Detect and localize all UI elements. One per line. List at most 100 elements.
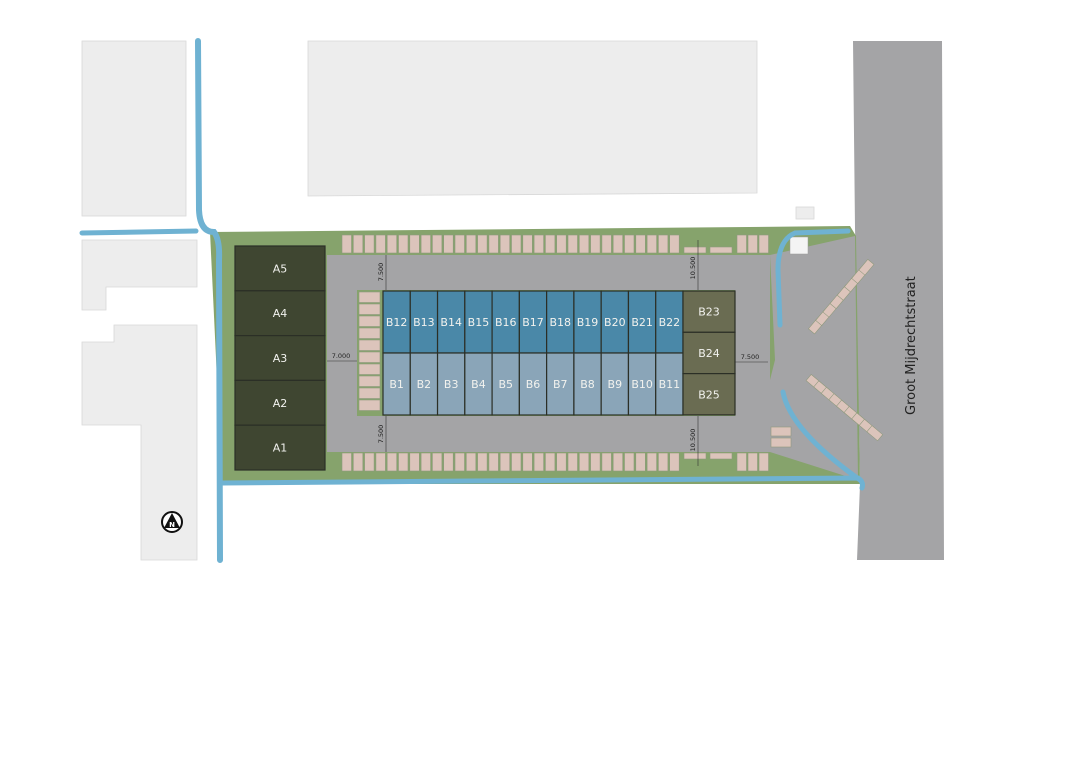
parking-space [556,234,567,254]
unit-a3-shape[interactable] [234,335,326,382]
parking-space [511,452,522,472]
unit-b25[interactable]: B25 [682,373,736,416]
parking-space [858,258,875,276]
unit-b24[interactable]: B24 [682,331,736,375]
unit-label: B11 [659,378,681,391]
unit-b10[interactable]: B10 [627,352,657,416]
unit-a3[interactable]: A3 [234,335,326,382]
unit-a2-shape[interactable] [234,379,326,426]
unit-b12[interactable]: B12 [382,290,411,354]
parking-space [364,452,375,472]
unit-b13-shape[interactable] [409,290,439,354]
unit-b6-shape[interactable] [518,352,548,416]
canal-west [195,38,223,563]
unit-b23[interactable]: B23 [682,290,736,333]
parking-space [866,425,884,442]
parking-space [533,452,544,472]
dimension-bottom-left: 7.500 [377,425,385,444]
parking-space [646,234,657,254]
unit-a2[interactable]: A2 [234,379,326,426]
unit-b18[interactable]: B18 [546,290,575,354]
unit-b18-shape[interactable] [546,290,575,354]
unit-b16[interactable]: B16 [491,290,520,354]
unit-b5[interactable]: B5 [491,352,520,416]
unit-b25-shape[interactable] [682,373,736,416]
unit-a1[interactable]: A1 [234,424,326,471]
parking-space [590,234,601,254]
unit-b2-shape[interactable] [409,352,439,416]
unit-a4[interactable]: A4 [234,290,326,337]
parking-space [358,327,381,339]
unit-b17[interactable]: B17 [518,290,548,354]
unit-b21-shape[interactable] [627,290,657,354]
unit-b13[interactable]: B13 [409,290,439,354]
unit-b3-shape[interactable] [436,352,466,416]
unit-b10-shape[interactable] [627,352,657,416]
unit-label: B1 [389,378,404,391]
parking-space [409,234,420,254]
unit-b15[interactable]: B15 [464,290,493,354]
unit-b23-shape[interactable] [682,290,736,333]
parking-space [556,452,567,472]
north-arrow-icon: N [161,511,183,533]
parking-space [567,452,578,472]
parking-space [375,234,386,254]
unit-b1[interactable]: B1 [382,352,411,416]
unit-label: B4 [471,378,486,391]
unit-b11[interactable]: B11 [655,352,684,416]
unit-b19[interactable]: B19 [573,290,602,354]
unit-b14-shape[interactable] [436,290,466,354]
unit-label: B21 [631,316,653,329]
parking-space [747,452,758,472]
neighbor-building [81,40,187,217]
unit-b3[interactable]: B3 [436,352,466,416]
unit-a5[interactable]: A5 [234,245,326,292]
unit-label: A1 [273,442,288,455]
unit-b6[interactable]: B6 [518,352,548,416]
unit-b7[interactable]: B7 [546,352,575,416]
unit-b17-shape[interactable] [518,290,548,354]
unit-b20-shape[interactable] [600,290,630,354]
unit-b22[interactable]: B22 [655,290,684,354]
parking-space [375,452,386,472]
unit-b20[interactable]: B20 [600,290,630,354]
parking-space [358,339,381,351]
unit-label: B7 [553,378,568,391]
unit-b24-shape[interactable] [682,331,736,375]
neighbor-buildings [81,40,815,561]
unit-label: B9 [608,378,623,391]
unit-b22-shape[interactable] [655,290,684,354]
parking-space [465,452,477,472]
unit-b16-shape[interactable] [491,290,520,354]
parking-space [477,234,488,254]
unit-b9-shape[interactable] [600,352,630,416]
unit-label: A5 [273,262,288,275]
unit-b9[interactable]: B9 [600,352,630,416]
unit-label: B15 [468,316,490,329]
parking-space [533,234,544,254]
unit-label: B2 [417,378,432,391]
unit-b21[interactable]: B21 [627,290,657,354]
unit-label: B19 [577,316,599,329]
dimension-right: 7.500 [741,353,760,361]
unit-a1-shape[interactable] [234,424,326,471]
unit-label: B13 [413,316,435,329]
dimension-left: 7.000 [332,352,351,360]
unit-b5-shape[interactable] [491,352,520,416]
unit-a5-shape[interactable] [234,245,326,292]
parking-space [488,452,499,472]
unit-b12-shape[interactable] [382,290,411,354]
parking-space [736,234,747,254]
parking-space [658,452,669,472]
parking-space [420,234,431,254]
parking-space [590,452,601,472]
unit-b14[interactable]: B14 [436,290,466,354]
unit-label: B12 [386,316,408,329]
unit-b7-shape[interactable] [546,352,575,416]
neighbor-building [81,324,198,561]
unit-b4[interactable]: B4 [464,352,493,416]
unit-b8[interactable]: B8 [573,352,602,416]
parking-space [358,351,381,363]
unit-b2[interactable]: B2 [409,352,439,416]
